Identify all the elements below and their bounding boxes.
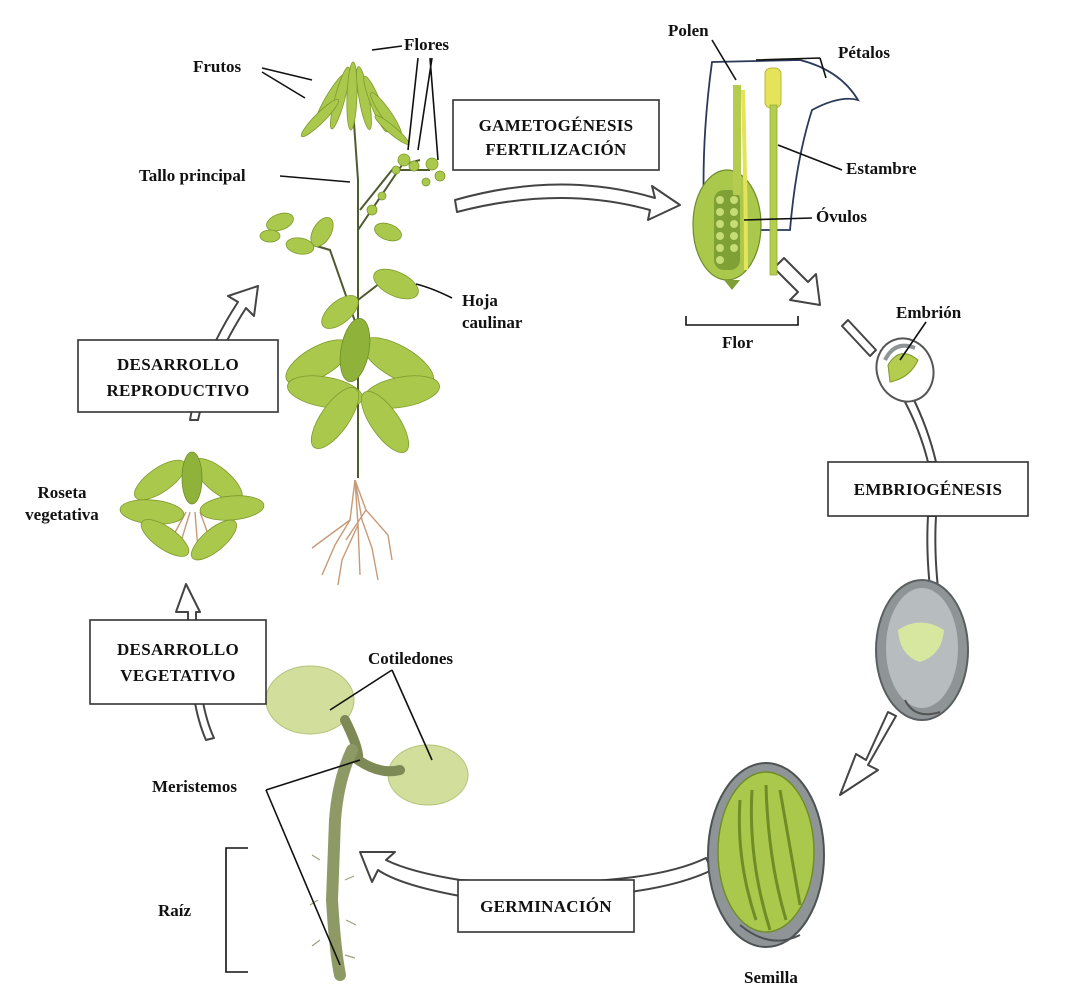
label-frutos: Frutos: [193, 57, 242, 76]
developing-seed: [876, 580, 968, 720]
label-hoja-2: caulinar: [462, 313, 523, 332]
arrow-to-embryo: [774, 258, 820, 305]
label-embrion: Embrión: [896, 303, 962, 322]
label-flores: Flores: [404, 35, 449, 54]
flower-detail: [693, 60, 858, 290]
label-roseta-1: Roseta: [37, 483, 87, 502]
vegetative-line2: VEGETATIVO: [120, 666, 235, 685]
label-raiz: Raíz: [158, 901, 192, 920]
cycle-arrows: [176, 184, 938, 897]
label-estambre: Estambre: [846, 159, 917, 178]
label-cotiledones: Cotiledones: [368, 649, 453, 668]
connector-to-seed1: [927, 516, 938, 588]
fertilization-line2: FERTILIZACIÓN: [485, 140, 627, 159]
label-tallo-principal: Tallo principal: [139, 166, 246, 185]
adult-plant: [260, 62, 445, 585]
label-petalos: Pétalos: [838, 43, 890, 62]
vegetative-line1: DESARROLLO: [117, 640, 239, 659]
label-hoja-1: Hoja: [462, 291, 498, 310]
gametogenesis-line1: GAMETOGÉNESIS: [479, 116, 634, 135]
label-meristemos: Meristemos: [152, 777, 237, 796]
label-flor: Flor: [722, 333, 754, 352]
label-polen: Polen: [668, 21, 709, 40]
stage-reproductive: DESARROLLO REPRODUCTIVO: [78, 340, 278, 412]
stage-vegetative: DESARROLLO VEGETATIVO: [90, 620, 266, 704]
embryo-ovule: [868, 330, 943, 409]
label-roseta-2: vegetativa: [25, 505, 99, 524]
arrow-to-flower: [455, 184, 680, 220]
embryogenesis-label: EMBRIOGÉNESIS: [854, 480, 1002, 499]
label-ovulos: Óvulos: [816, 207, 867, 226]
vegetative-rosette: [119, 452, 265, 567]
adult-roots: [312, 480, 392, 585]
reproductive-line1: DESARROLLO: [117, 355, 239, 374]
stage-gametogenesis: GAMETOGÉNESIS FERTILIZACIÓN: [453, 100, 659, 170]
label-semilla: Semilla: [744, 968, 798, 987]
germination-label: GERMINACIÓN: [480, 897, 612, 916]
connector-embryo-down: [904, 396, 936, 462]
flowers: [367, 154, 445, 215]
seedling: [266, 666, 468, 975]
arrow-to-seed2: [840, 712, 896, 795]
stage-germination: GERMINACIÓN: [458, 880, 634, 932]
stage-embryogenesis: EMBRIOGÉNESIS: [828, 462, 1028, 516]
reproductive-line2: REPRODUCTIVO: [106, 381, 249, 400]
mature-seed: [708, 763, 824, 947]
connector-embryo-top: [842, 320, 876, 356]
